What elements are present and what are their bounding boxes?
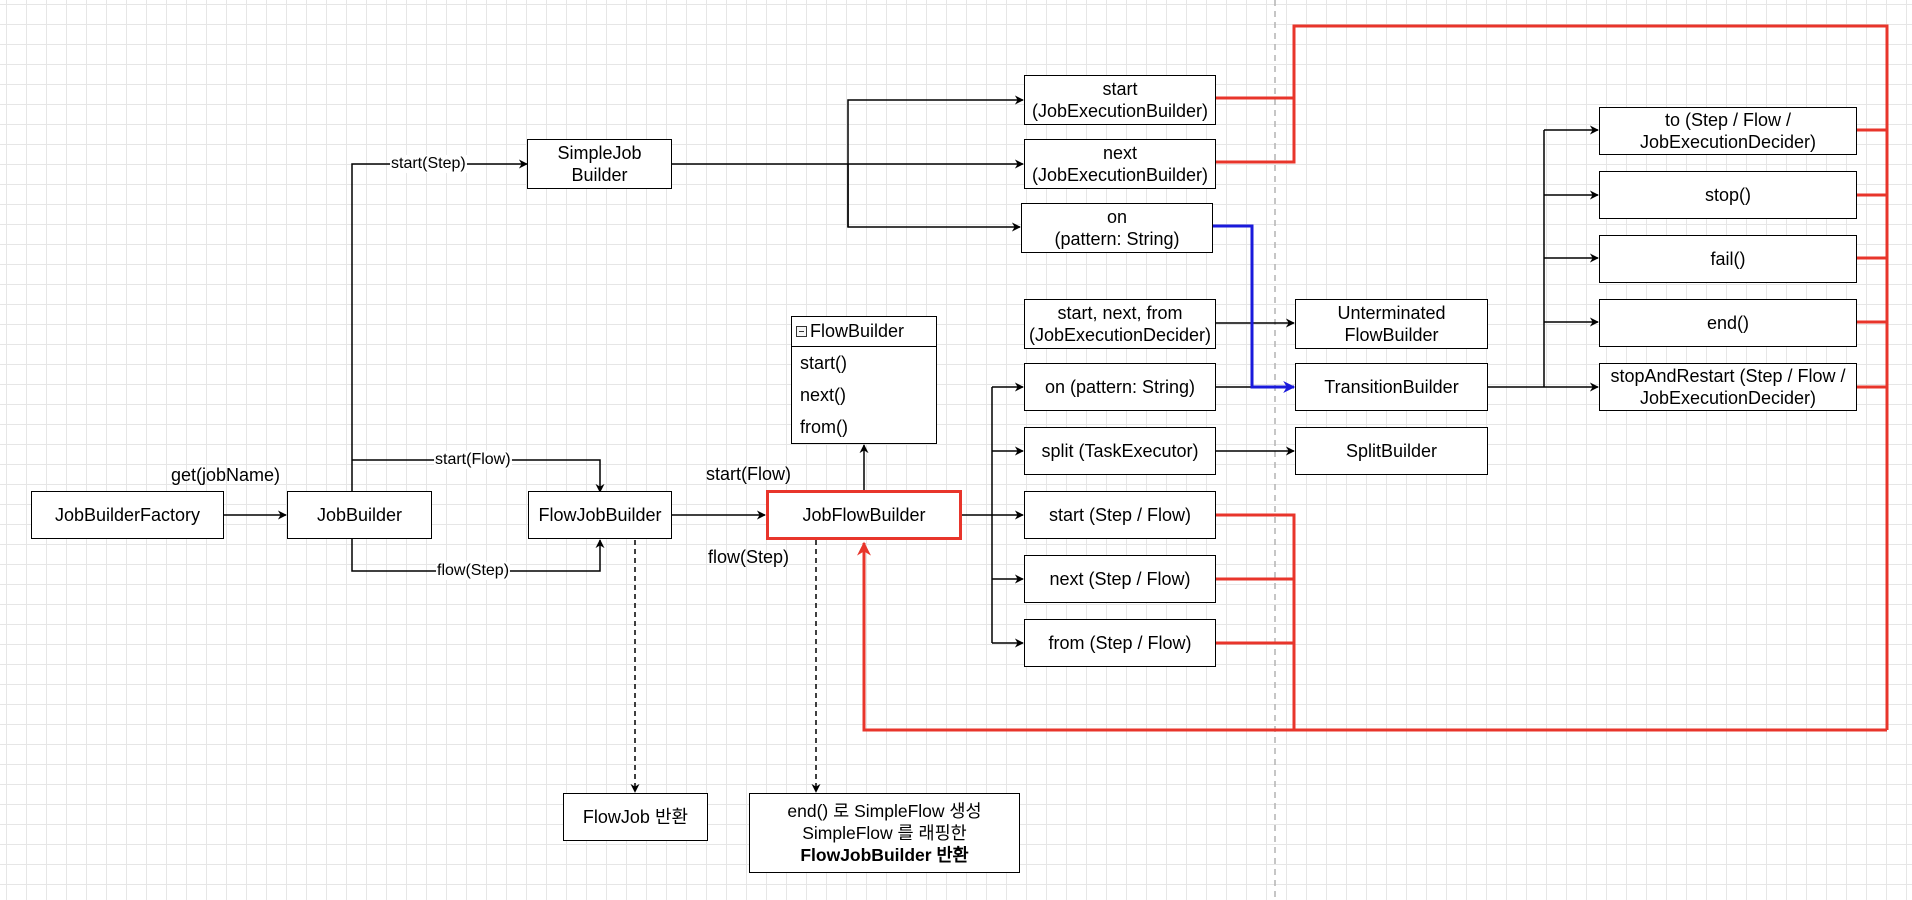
node-transition-fail: fail() — [1599, 235, 1857, 283]
node-flow-start-next-from: start, next, from (JobExecutionDecider) — [1024, 299, 1216, 349]
flow-builder-method-next: next() — [800, 384, 847, 405]
end-note-line2: SimpleFlow 를 래핑한 — [802, 823, 967, 843]
node-flow-from: from (Step / Flow) — [1024, 619, 1216, 667]
node-transition-stop-and-restart: stopAndRestart (Step / Flow / JobExecuti… — [1599, 363, 1857, 411]
flow-builder-method-start: start() — [800, 352, 847, 373]
flow-builder-class: FlowBuilder start() next() from() — [791, 316, 937, 444]
node-simple-start: start (JobExecutionBuilder) — [1024, 75, 1216, 125]
edge-simple-to-on — [847, 164, 1021, 232]
flow-builder-method-from: from() — [800, 416, 848, 437]
node-flow-start: start (Step / Flow) — [1024, 491, 1216, 539]
node-simple-next: next (JobExecutionBuilder) — [1024, 139, 1216, 189]
label-get-job-name: get(jobName) — [171, 465, 281, 485]
label-start-flow: start(Flow) — [434, 451, 512, 469]
node-transition-builder: TransitionBuilder — [1295, 363, 1488, 411]
label-start-step: start(Step) — [390, 155, 467, 173]
node-transition-end: end() — [1599, 299, 1857, 347]
node-job-builder-factory: JobBuilderFactory — [31, 491, 224, 539]
edge-simple-on-to-transition — [1212, 224, 1296, 393]
node-job-builder: JobBuilder — [287, 491, 432, 539]
node-job-flow-builder: JobFlowBuilder — [766, 490, 962, 540]
node-flow-on: on (pattern: String) — [1024, 363, 1216, 411]
end-note-line3: FlowJobBuilder 반환 — [800, 845, 969, 865]
red-return-edges — [857, 24, 1889, 732]
node-flow-job-builder: FlowJobBuilder — [528, 491, 672, 539]
node-split-builder: SplitBuilder — [1295, 427, 1488, 475]
node-transition-stop: stop() — [1599, 171, 1857, 219]
node-flow-job-return: FlowJob 반환 — [563, 793, 708, 841]
node-transition-to: to (Step / Flow / JobExecutionDecider) — [1599, 107, 1857, 155]
flow-builder-class-title: FlowBuilder — [810, 321, 905, 341]
collapse-icon[interactable] — [796, 326, 807, 337]
flow-builder-class-header: FlowBuilder — [792, 317, 936, 347]
end-note-line1: end() 로 SimpleFlow 생성 — [787, 801, 982, 821]
label-start-flow-right: start(Flow) — [706, 464, 791, 484]
end-note: end() 로 SimpleFlow 생성 SimpleFlow 를 래핑한 F… — [749, 793, 1020, 873]
node-simple-job-builder: SimpleJob Builder — [527, 139, 672, 189]
node-flow-next: next (Step / Flow) — [1024, 555, 1216, 603]
node-simple-on: on (pattern: String) — [1021, 203, 1213, 253]
label-flow-step-right: flow(Step) — [708, 547, 790, 567]
label-flow-step: flow(Step) — [436, 562, 511, 580]
node-flow-split: split (TaskExecutor) — [1024, 427, 1216, 475]
node-unterminated-flow-builder: Unterminated FlowBuilder — [1295, 299, 1488, 349]
edge-start-step — [351, 159, 528, 495]
